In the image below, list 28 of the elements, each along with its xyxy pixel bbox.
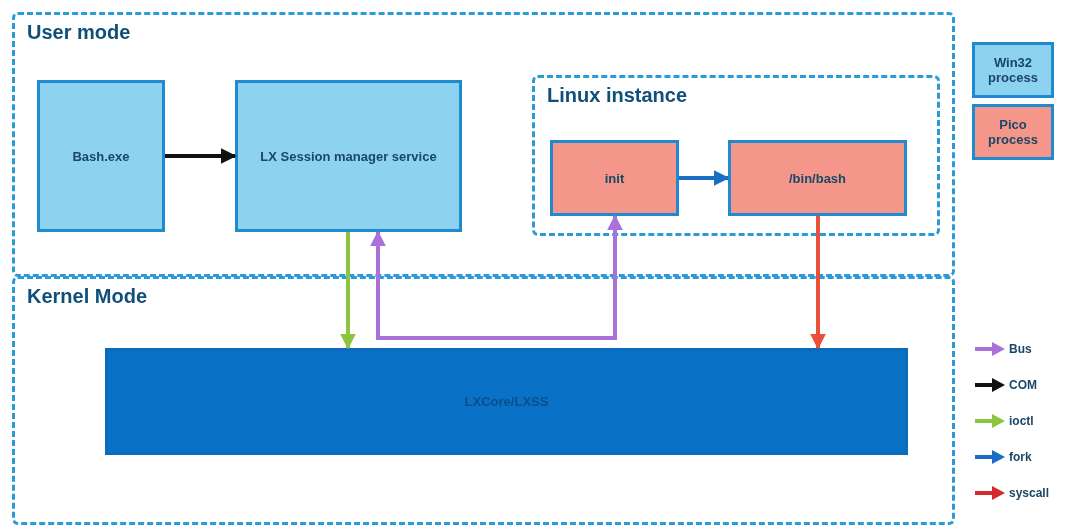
- process-box: [235, 80, 462, 232]
- legend-label: syscall: [1009, 486, 1050, 500]
- box-label: LX Session manager service: [260, 148, 437, 164]
- legend-label: COM: [1009, 378, 1037, 392]
- box-label: /bin/bash: [788, 170, 847, 186]
- dashed-region: [12, 12, 955, 277]
- box-label: init: [604, 170, 625, 186]
- arrow: [679, 170, 730, 186]
- legend-label: fork: [1009, 450, 1032, 464]
- region-title: Linux instance: [547, 84, 688, 107]
- process-box: [550, 140, 679, 216]
- arrow: [340, 232, 356, 350]
- legend-label: ioctl: [1009, 414, 1034, 428]
- legend-label: Pico process: [987, 117, 1039, 147]
- region-title: Kernel Mode: [27, 285, 148, 308]
- legend-label: Bus: [1009, 342, 1032, 356]
- dashed-region: [12, 276, 955, 525]
- arrow: [370, 214, 623, 340]
- box-label: Bash.exe: [72, 148, 130, 164]
- legend-label: Win32 process: [987, 55, 1039, 85]
- process-box: [37, 80, 165, 232]
- region-title: User mode: [27, 21, 131, 44]
- process-box: [728, 140, 907, 216]
- arrow: [810, 216, 826, 350]
- kernel-bar: [105, 348, 908, 455]
- dashed-region: [532, 75, 940, 236]
- box-label: LXCore/LXSS: [464, 394, 549, 409]
- arrow: [165, 148, 237, 164]
